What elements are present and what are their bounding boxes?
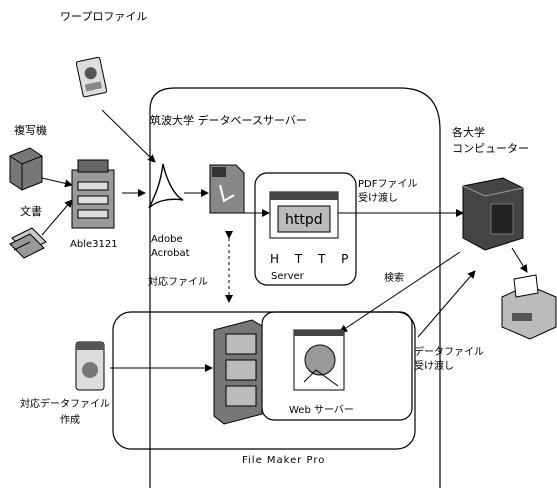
- label-search: 検索: [384, 272, 404, 285]
- label-document: 文書: [20, 205, 42, 218]
- arrow-document-to-copier: [42, 178, 72, 185]
- label-campus-computer-2: コンピューター: [452, 142, 529, 155]
- data-file-icon: [76, 342, 104, 390]
- pdf-badge-icon: [76, 57, 107, 97]
- label-corresponding-file: 対応ファイル: [148, 276, 208, 289]
- label-httpd: httpd: [285, 214, 323, 227]
- label-acrobat: Acrobat: [151, 247, 190, 260]
- label-able: Able3121: [70, 238, 118, 251]
- arrow-badge-to-acrobat: [102, 110, 155, 162]
- printer-icon: [502, 275, 556, 339]
- pdf-file-icon: [210, 165, 244, 213]
- label-server-title: 筑波大学 データベースサーバー: [150, 114, 307, 127]
- copier-icon: [72, 160, 114, 228]
- label-http: H T T P: [270, 253, 354, 266]
- label-create-data-1: 対応データファイル: [20, 398, 110, 411]
- filemaker-box: [113, 312, 415, 449]
- pc-icon: [463, 178, 523, 250]
- arrow-web-to-pc: [418, 271, 475, 337]
- label-web-server: Web サーバー: [289, 404, 354, 417]
- arrow-pc-to-web: [340, 252, 460, 332]
- arrow-scanner-to-copier: [42, 200, 72, 235]
- label-wordprocessor-file: ワープロファイル: [60, 10, 147, 23]
- filing-cabinet-icon: [214, 320, 262, 424]
- web-server-icon: [294, 330, 344, 390]
- label-pdf-transfer-1: PDFファイル: [358, 178, 417, 191]
- label-data-transfer-1: データファイル: [414, 346, 484, 359]
- label-filemaker: File Maker Pro: [242, 454, 325, 467]
- label-scanner: 複写機: [14, 124, 47, 137]
- document-icon: [10, 228, 46, 258]
- acrobat-icon: [149, 164, 183, 208]
- label-server: Server: [271, 270, 304, 283]
- label-create-data-2: 作成: [60, 414, 80, 427]
- label-campus-computer-1: 各大学: [452, 126, 485, 139]
- label-pdf-transfer-2: 受け渡し: [358, 192, 398, 205]
- label-adobe: Adobe: [151, 233, 183, 246]
- arrow-pc-to-printer: [512, 248, 527, 272]
- label-data-transfer-2: 受け渡し: [414, 360, 454, 373]
- scanner-icon: [10, 148, 42, 190]
